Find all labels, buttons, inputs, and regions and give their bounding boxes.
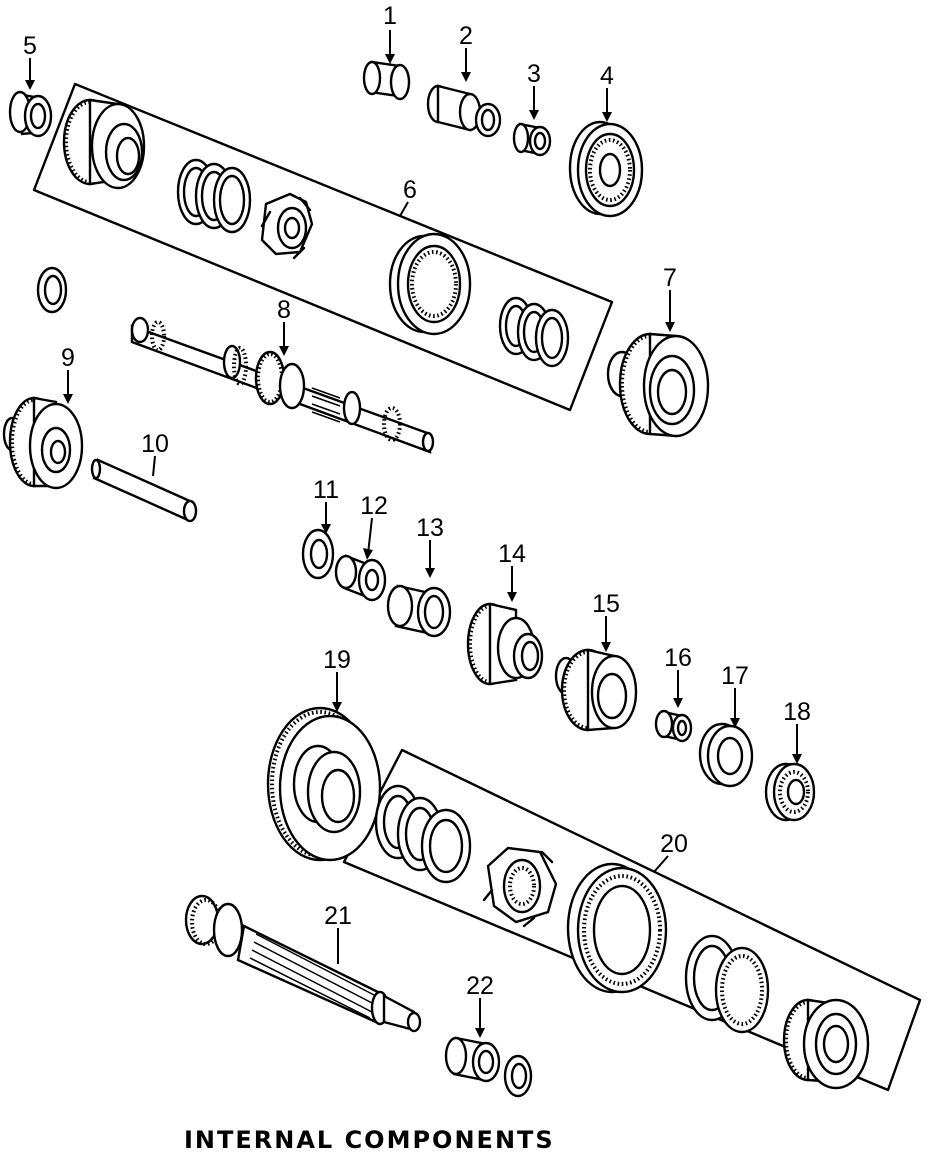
callout-5: 5 [23, 32, 37, 60]
callout-21: 21 [324, 902, 352, 930]
callout-labels: 1 2 3 4 5 6 7 8 9 10 11 12 13 14 15 16 1… [23, 2, 811, 1000]
part-19-gear [266, 706, 382, 862]
part-9-gear [2, 396, 84, 490]
callout-12: 12 [360, 492, 388, 520]
part-1-bushing [362, 60, 411, 101]
callout-9: 9 [61, 344, 75, 372]
part-12-bushing [334, 554, 387, 602]
part-13-bushing [386, 584, 452, 638]
part-6-gear-left [62, 98, 146, 190]
callout-1: 1 [383, 2, 397, 30]
part-3-bushing [512, 122, 552, 157]
part-20-sleeve [566, 862, 668, 994]
part-22-washer [503, 1054, 533, 1098]
part-22-bushing [444, 1036, 501, 1083]
callout-7: 7 [663, 264, 677, 292]
part-7-gear [606, 332, 710, 438]
callout-4: 4 [600, 62, 614, 90]
washer-left [36, 266, 68, 314]
callout-13: 13 [416, 514, 444, 542]
leader-lines [25, 30, 802, 1038]
part-16-bushing [654, 709, 693, 743]
part-6-synchro-rings [176, 158, 252, 234]
part-18-bearing [764, 762, 816, 822]
part-14-gear [466, 602, 544, 686]
part-20-gear [782, 998, 870, 1090]
part-15-gear [554, 648, 638, 732]
part-6-synchro-pair [498, 296, 570, 368]
part-10-pin [90, 458, 198, 523]
callout-19: 19 [323, 646, 351, 674]
part-21-shaft [184, 894, 422, 1033]
part-20-synchro-rings [374, 784, 472, 884]
part-20-synchro-pair [684, 934, 770, 1034]
part-17-bearing [698, 722, 754, 788]
callout-2: 2 [459, 22, 473, 50]
part-8-shaft [130, 316, 435, 454]
callout-22: 22 [466, 972, 494, 1000]
callout-8: 8 [277, 296, 291, 324]
callout-10: 10 [141, 430, 169, 458]
callout-14: 14 [498, 540, 526, 568]
part-20-hub [482, 846, 558, 928]
part-6-sleeve-ring [388, 232, 472, 336]
callout-15: 15 [592, 590, 620, 618]
part-4-bearing [568, 120, 644, 218]
callout-20: 20 [660, 830, 688, 858]
part-2-sleeve [426, 84, 502, 138]
group-box-upper [32, 82, 614, 412]
part-6-hub [260, 192, 314, 260]
callout-18: 18 [783, 698, 811, 726]
part-5-bushing [8, 90, 53, 138]
callout-11: 11 [313, 476, 339, 504]
diagram-title: INTERNAL COMPONENTS [184, 1126, 555, 1152]
callout-6: 6 [403, 176, 417, 204]
callout-16: 16 [664, 644, 692, 672]
callout-3: 3 [527, 60, 541, 88]
callout-17: 17 [721, 662, 749, 690]
part-11-washer [301, 528, 335, 580]
